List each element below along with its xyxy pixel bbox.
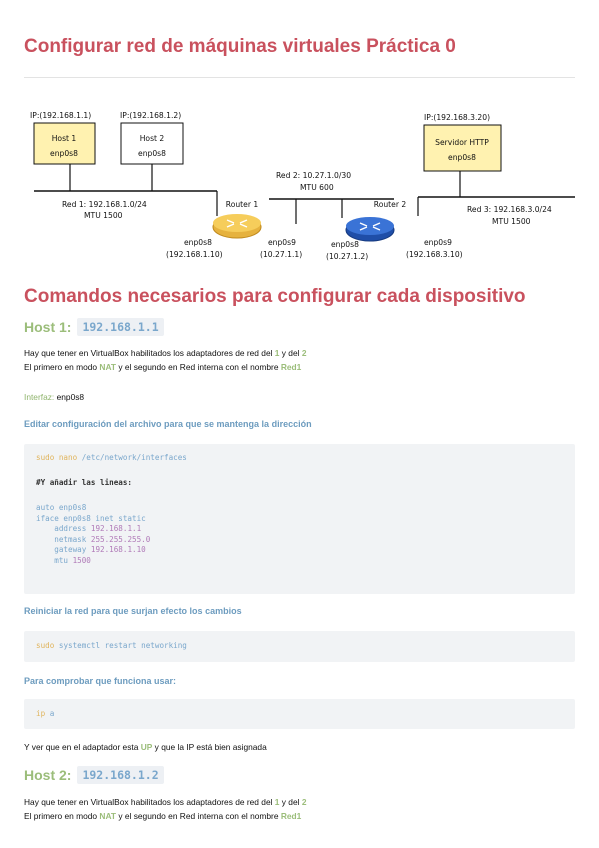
code-key: mtu [36, 555, 73, 565]
step-restart: Reiniciar la red para que surjan efecto … [24, 606, 242, 616]
page-title: Configurar red de máquinas virtuales Prá… [24, 36, 456, 57]
host1-iface: enp0s8 [50, 149, 78, 158]
host2-adapter2: 2 [301, 797, 307, 807]
code-line: auto enp0s8 [36, 503, 87, 512]
code-value: 255.255.255.0 [90, 534, 151, 544]
verify-text-b: y que la IP está bien asignada [152, 742, 267, 752]
router1-ip-a: (192.168.1.10) [166, 250, 223, 259]
code-value: 1500 [72, 555, 91, 565]
host2-ip: IP:(192.168.1.2) [120, 111, 181, 120]
host1-box [33, 122, 96, 165]
host2-text-2b: y el segundo en Red interna con el nombr… [116, 811, 281, 821]
server-box [423, 124, 502, 172]
code-block-restart: sudo systemctl restart networking [24, 631, 575, 662]
router2-ip-b: (192.168.3.10) [406, 250, 463, 259]
host2-adapter1: 1 [274, 797, 280, 807]
verify-text-a: Y ver que en el adaptador esta [24, 742, 141, 752]
interface-label: Interfaz: [24, 392, 55, 402]
code-line: sudo systemctl restart networking [36, 641, 187, 651]
code-path: /etc/network/interfaces [77, 453, 187, 462]
host1-adapter1: 1 [274, 348, 280, 358]
red3-label: Red 3: 192.168.3.0/24 [467, 205, 552, 214]
host2-iface: enp0s8 [138, 149, 166, 158]
code-line: netmask 255.255.255.0 [36, 535, 150, 545]
router1-if-b: enp0s9 [268, 238, 296, 247]
red2-mtu: MTU 600 [300, 183, 334, 192]
host1-ip: IP:(192.168.1.1) [30, 111, 91, 120]
host2-red1: Red1 [280, 811, 302, 821]
server-ip: IP:(192.168.3.20) [424, 113, 490, 122]
host1-heading-text: Host 1: [24, 319, 72, 335]
host1-paragraph: Hay que tener en VirtualBox habilitados … [24, 346, 307, 374]
router2-if-a: enp0s8 [331, 240, 359, 249]
router1-name: Router 1 [226, 200, 259, 209]
code-keyword: sudo nano [36, 453, 78, 462]
code-command: systemctl restart networking [54, 641, 187, 650]
code-comment: #Y añadir las lineas: [36, 478, 133, 487]
title-divider [24, 77, 575, 78]
router1-if-a: enp0s8 [184, 238, 212, 247]
step-verify: Para comprobar que funciona usar: [24, 676, 177, 686]
code-line: mtu 1500 [36, 556, 91, 566]
host2-nat: NAT [99, 811, 117, 821]
verify-paragraph: Y ver que en el adaptador esta UP y que … [24, 740, 267, 754]
network-diagram: IP:(192.168.1.1) Host 1 enp0s8 IP:(192.1… [30, 111, 575, 261]
code-line: sudo nano /etc/network/interfaces [36, 453, 187, 463]
code-keyword: ip [36, 709, 46, 718]
host2-paragraph: Hay que tener en VirtualBox habilitados … [24, 795, 307, 823]
router1-arrows [226, 219, 248, 228]
code-line: iface enp0s8 inet static [36, 513, 146, 523]
code-key: address [36, 524, 91, 533]
host2-text-1b: y del [279, 797, 302, 807]
host1-text-2b: y el segundo en Red interna con el nombr… [116, 362, 281, 372]
host2-heading-text: Host 2: [24, 767, 72, 783]
code-key: gateway [36, 545, 91, 554]
code-line: address 192.168.1.1 [36, 524, 141, 534]
code-line: gateway 192.168.1.10 [36, 545, 146, 555]
host1-nat: NAT [99, 362, 117, 372]
step-edit-config: Editar configuración del archivo para qu… [24, 419, 312, 429]
code-value: 192.168.1.1 [90, 524, 142, 533]
host2-name: Host 2 [140, 134, 165, 143]
code-line: ip a [36, 709, 54, 719]
host1-ip-code: 192.168.1.1 [77, 318, 164, 336]
red2-label: Red 2: 10.27.1.0/30 [276, 171, 351, 180]
host1-heading: Host 1: 192.168.1.1 [24, 318, 164, 336]
code-block-ip: ip a [24, 699, 575, 729]
red3-mtu: MTU 1500 [492, 217, 531, 226]
server-name: Servidor HTTP [435, 138, 489, 147]
host2-box [120, 122, 184, 165]
router2-if-b: enp0s9 [424, 238, 452, 247]
code-block-interfaces: sudo nano /etc/network/interfaces #Y aña… [24, 444, 575, 594]
code-keyword: sudo [36, 641, 55, 650]
code-argument: a [45, 709, 55, 718]
router2-ip-a: (10.27.1.2) [326, 252, 368, 261]
host2-text-1a: Hay que tener en VirtualBox habilitados … [24, 797, 275, 807]
code-key: netmask [36, 534, 91, 544]
red1-mtu: MTU 1500 [84, 211, 123, 220]
code-value: 192.168.1.10 [90, 545, 146, 554]
section-title: Comandos necesarios para configurar cada… [24, 286, 526, 307]
host1-red1: Red1 [280, 362, 302, 372]
host1-text-1b: y del [279, 348, 302, 358]
host1-adapter2: 2 [301, 348, 307, 358]
host1-text-2a: El primero en modo [24, 362, 100, 372]
host1-text-1a: Hay que tener en VirtualBox habilitados … [24, 348, 275, 358]
verify-up: UP [140, 742, 153, 752]
router2-arrows [359, 222, 381, 231]
interface-value: enp0s8 [54, 392, 85, 402]
server-iface: enp0s8 [448, 153, 476, 162]
router1-top [213, 214, 261, 232]
host2-heading: Host 2: 192.168.1.2 [24, 766, 164, 784]
router2-name: Router 2 [374, 200, 407, 209]
host1-name: Host 1 [52, 134, 77, 143]
router2-top [346, 217, 394, 235]
host1-interface: Interfaz: enp0s8 [24, 390, 84, 404]
host2-ip-code: 192.168.1.2 [77, 766, 164, 784]
router1-ip-b: (10.27.1.1) [260, 250, 302, 259]
red1-label: Red 1: 192.168.1.0/24 [62, 200, 147, 209]
host2-text-2a: El primero en modo [24, 811, 100, 821]
